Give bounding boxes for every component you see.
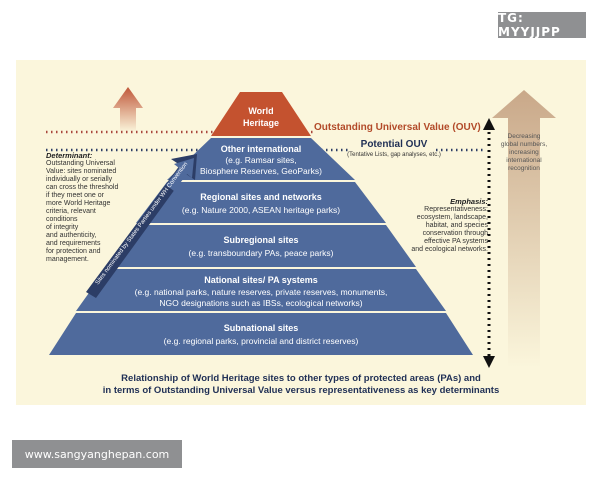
emphasis-line: habitat, and species [425, 222, 488, 229]
diagram-caption: Relationship of World Heritage sites to … [16, 373, 586, 397]
note-line: international [506, 157, 542, 164]
potential-ouv-sub: (Tentative Lists, gap analyses, etc.) [347, 152, 441, 158]
determinant-line: of integrity [46, 224, 79, 231]
right-arrow-note: Decreasing global numbers, increasing in… [501, 133, 547, 172]
tier-world-heritage [211, 92, 311, 136]
potential-ouv-label: Potential OUV [361, 139, 428, 150]
tier-subtitle: NGO designations such as IBSs, ecologica… [159, 298, 362, 308]
up-arrow-icon [492, 90, 556, 368]
emphasis-line: ecosystem, landscape, [416, 214, 488, 221]
determinant-line: if they meet one or [46, 192, 104, 199]
pyramid-diagram: Decreasing global numbers, increasing in… [46, 87, 556, 368]
tag-badge: TG: MYYJJPP [498, 11, 586, 39]
note-line: increasing [509, 149, 539, 156]
tier-national [76, 269, 446, 311]
emphasis-heading: Emphasis: [450, 197, 488, 206]
emphasis-line: and ecological networks. [411, 246, 488, 253]
determinant-line: and authenticity, [46, 232, 97, 239]
determinant-line: criteria, relevant [46, 208, 96, 215]
ouv-label: Outstanding Universal Value (OUV) [314, 122, 481, 133]
caption-line: Relationship of World Heritage sites to … [121, 373, 481, 384]
emphasis-block: Emphasis: Representativeness: ecosystem,… [408, 198, 488, 254]
determinant-block: Determinant: Outstanding Universal Value… [46, 152, 118, 264]
determinant-line: Value: sites nominated [46, 168, 117, 175]
determinant-line: and requirements [46, 240, 101, 247]
tier-subtitle: (e.g. transboundary PAs, peace parks) [189, 248, 334, 258]
tier-title: Regional sites and networks [200, 192, 322, 202]
emphasis-line: conservation through [422, 230, 488, 237]
tier-subnational [49, 313, 473, 355]
tier-subtitle: (e.g. national parks, nature reserves, p… [135, 287, 388, 297]
determinant-heading: Determinant: [46, 151, 93, 160]
tier-subtitle: (e.g. regional parks, provincial and dis… [164, 336, 359, 346]
determinant-line: for protection and [46, 248, 101, 255]
world-heritage-label: World [248, 106, 273, 116]
tier-regional [136, 182, 386, 223]
note-line: recognition [508, 165, 540, 172]
note-line: Decreasing [508, 133, 541, 140]
diagram-panel: Decreasing global numbers, increasing in… [16, 60, 586, 405]
tier-title: Other international [221, 144, 302, 154]
caption-line: in terms of Outstanding Universal Value … [102, 385, 500, 396]
emphasis-line: Representativeness: [424, 206, 488, 213]
determinant-line: individually or serially [46, 176, 113, 183]
tier-title: Subregional sites [223, 235, 298, 245]
tier-title: Subnational sites [224, 323, 299, 333]
determinant-line: management. [46, 256, 89, 263]
tier-subtitle: (e.g. Nature 2000, ASEAN heritage parks) [182, 205, 340, 215]
determinant-line: more World Heritage [46, 200, 111, 207]
emphasis-line: effective PA systems [424, 238, 488, 245]
determinant-line: conditions [46, 216, 78, 223]
up-arrow-icon [113, 87, 143, 132]
tier-subtitle: (e.g. Ramsar sites, [225, 155, 296, 165]
tier-title: National sites/ PA systems [204, 275, 318, 285]
double-headed-arrow-icon [483, 118, 495, 368]
tier-subtitle: Biosphere Reserves, GeoParks) [200, 166, 322, 176]
website-badge[interactable]: www.sangyanghepan.com [12, 440, 182, 468]
tier-other-international [167, 138, 355, 180]
tier-subregional [106, 225, 416, 267]
determinant-line: Outstanding Universal [46, 160, 115, 167]
world-heritage-label: Heritage [243, 118, 279, 128]
determinant-line: can cross the threshold [46, 184, 119, 191]
note-line: global numbers, [501, 141, 547, 148]
